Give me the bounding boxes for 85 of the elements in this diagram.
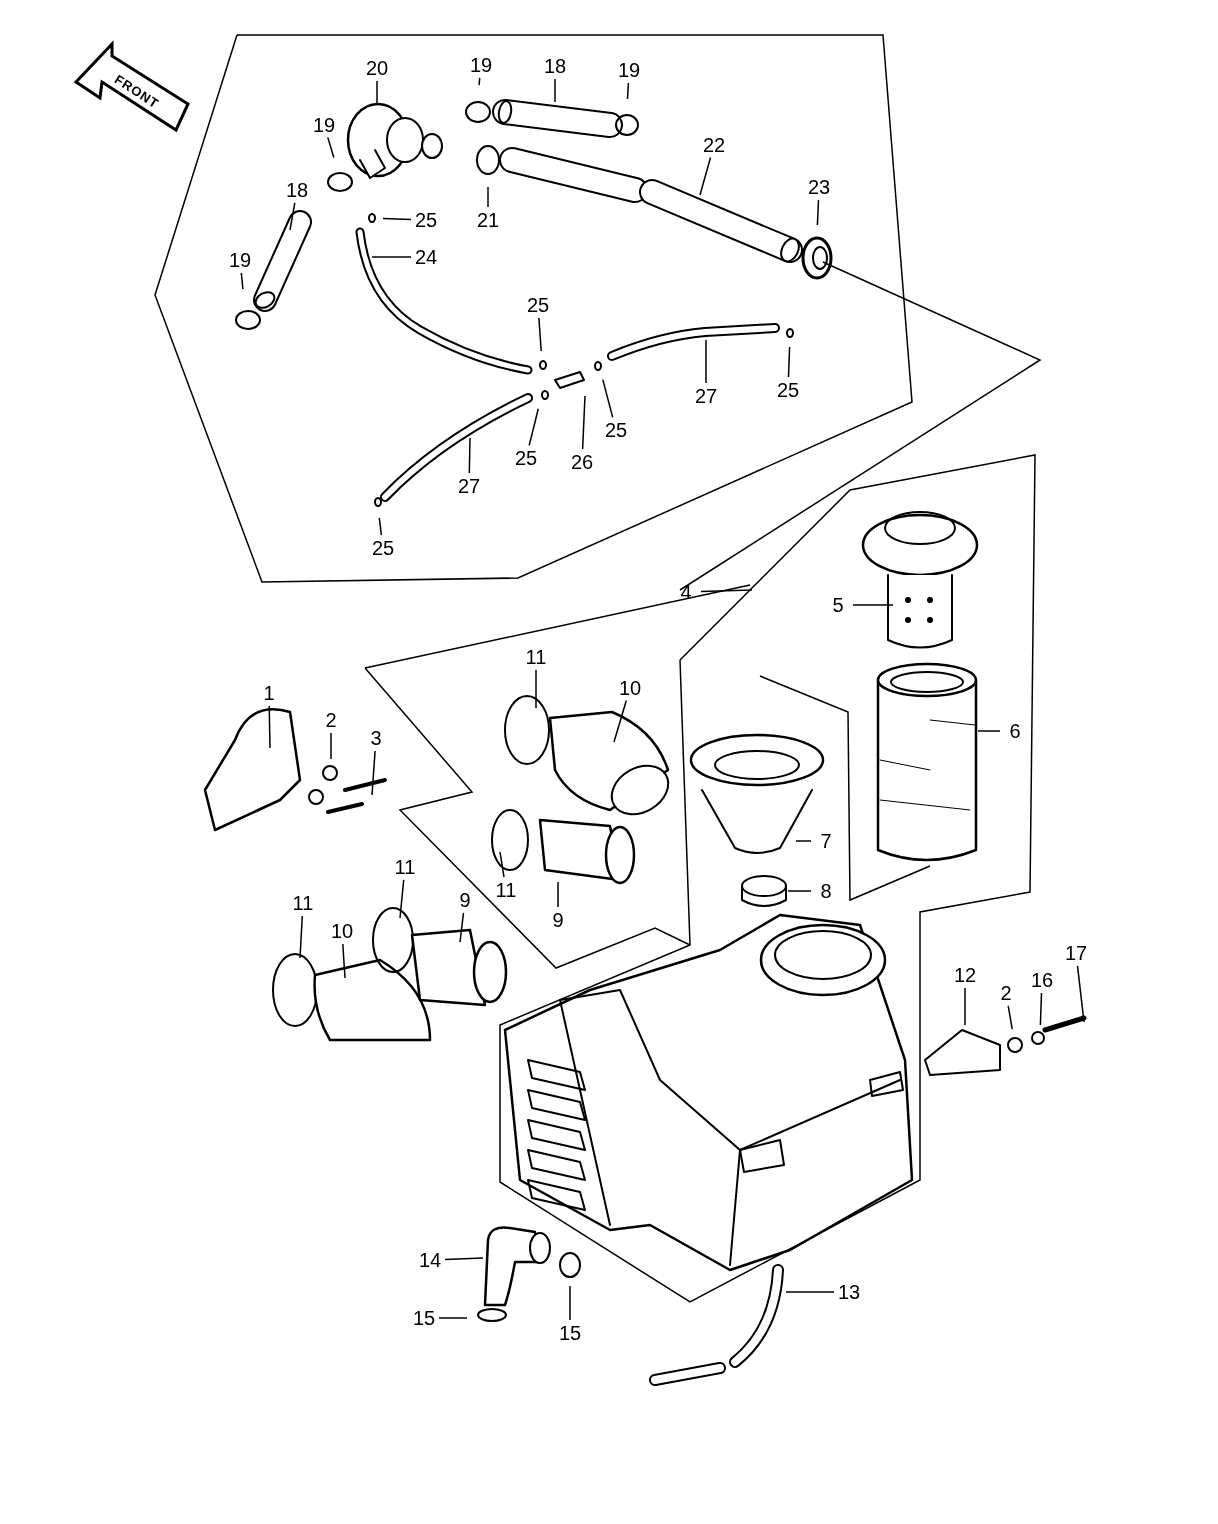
leader-line: [499, 851, 505, 878]
leader-line: [699, 156, 712, 196]
callout-number: 21: [476, 210, 500, 230]
callout-number: 1: [263, 683, 275, 703]
callout-number: 13: [837, 1282, 861, 1302]
callout-number: 10: [618, 678, 642, 698]
leader-line: [459, 912, 465, 943]
callout-number: 27: [457, 476, 481, 496]
leader-line: [602, 378, 614, 419]
callout-number: 25: [514, 448, 538, 468]
leader-line: [299, 915, 304, 959]
callout-number: 12: [953, 965, 977, 985]
callout-number: 11: [525, 647, 547, 667]
callout-number: 17: [1064, 943, 1088, 963]
leader-line: [1039, 992, 1043, 1026]
leader-line: [240, 272, 244, 290]
callout-number: 2: [325, 710, 337, 730]
leader-line: [785, 1291, 835, 1293]
callout-number: 27: [694, 386, 718, 406]
callout-number: 11: [394, 857, 416, 877]
leader-line: [487, 186, 489, 208]
callout-number: 22: [702, 135, 726, 155]
leader-line: [330, 732, 332, 760]
callout-number: 6: [1009, 721, 1021, 741]
leader-line: [382, 217, 412, 221]
callout-number: 24: [414, 247, 438, 267]
leader-line: [538, 317, 542, 352]
leader-line: [1076, 965, 1085, 1023]
leader-line: [468, 437, 471, 474]
leader-line: [371, 256, 412, 258]
leader-line: [626, 82, 630, 100]
callout-number: 25: [414, 210, 438, 230]
callout-number: 25: [371, 538, 395, 558]
callout-number: 15: [412, 1308, 436, 1328]
leader-line: [964, 987, 966, 1026]
leader-line: [399, 879, 405, 919]
callout-number: 19: [312, 115, 336, 135]
callout-number: 23: [807, 177, 831, 197]
callout-number: 15: [558, 1323, 582, 1343]
leader-line: [438, 1317, 468, 1319]
leader-line: [977, 730, 1001, 732]
callout-number: 19: [469, 55, 493, 75]
callout-number: 2: [1000, 983, 1012, 1003]
leader-line: [1007, 1005, 1013, 1030]
leader-line: [557, 881, 559, 908]
leader-line: [554, 78, 556, 103]
callout-number: 11: [495, 880, 517, 900]
leader-line: [371, 750, 376, 796]
leader-line: [378, 517, 383, 536]
leader-line: [569, 1285, 571, 1321]
callout-number: 25: [526, 295, 550, 315]
leader-line: [444, 1257, 484, 1261]
callout-number: 26: [570, 452, 594, 472]
callout-number: 3: [370, 728, 382, 748]
callout-number: 8: [820, 881, 832, 901]
leader-line: [816, 199, 820, 226]
leader-line: [478, 77, 481, 86]
callout-number: 19: [228, 250, 252, 270]
callout-number: 10: [330, 921, 354, 941]
leader-line: [528, 407, 540, 447]
leader-line: [342, 943, 346, 979]
callout-number: 19: [617, 60, 641, 80]
callout-number: 9: [552, 910, 564, 930]
callout-number: 7: [820, 831, 832, 851]
leader-line: [327, 136, 335, 159]
leader-line: [700, 589, 753, 593]
leader-line: [705, 339, 707, 384]
leader-line: [376, 80, 378, 105]
callout-number: 25: [604, 420, 628, 440]
leader-line: [787, 346, 791, 378]
callout-number: 18: [543, 56, 567, 76]
callout-number: 20: [365, 58, 389, 78]
callout-number: 11: [292, 893, 314, 913]
leader-line: [289, 202, 296, 231]
callout-number: 5: [832, 595, 844, 615]
leader-line: [535, 669, 537, 709]
callout-number: 25: [776, 380, 800, 400]
leader-line: [852, 604, 894, 606]
leader-line: [795, 840, 812, 842]
callout-number: 14: [418, 1250, 442, 1270]
callout-number: 18: [285, 180, 309, 200]
callout-number: 9: [459, 890, 471, 910]
callout-number: 16: [1030, 970, 1054, 990]
leader-line: [787, 890, 812, 892]
leader-line: [581, 395, 586, 450]
